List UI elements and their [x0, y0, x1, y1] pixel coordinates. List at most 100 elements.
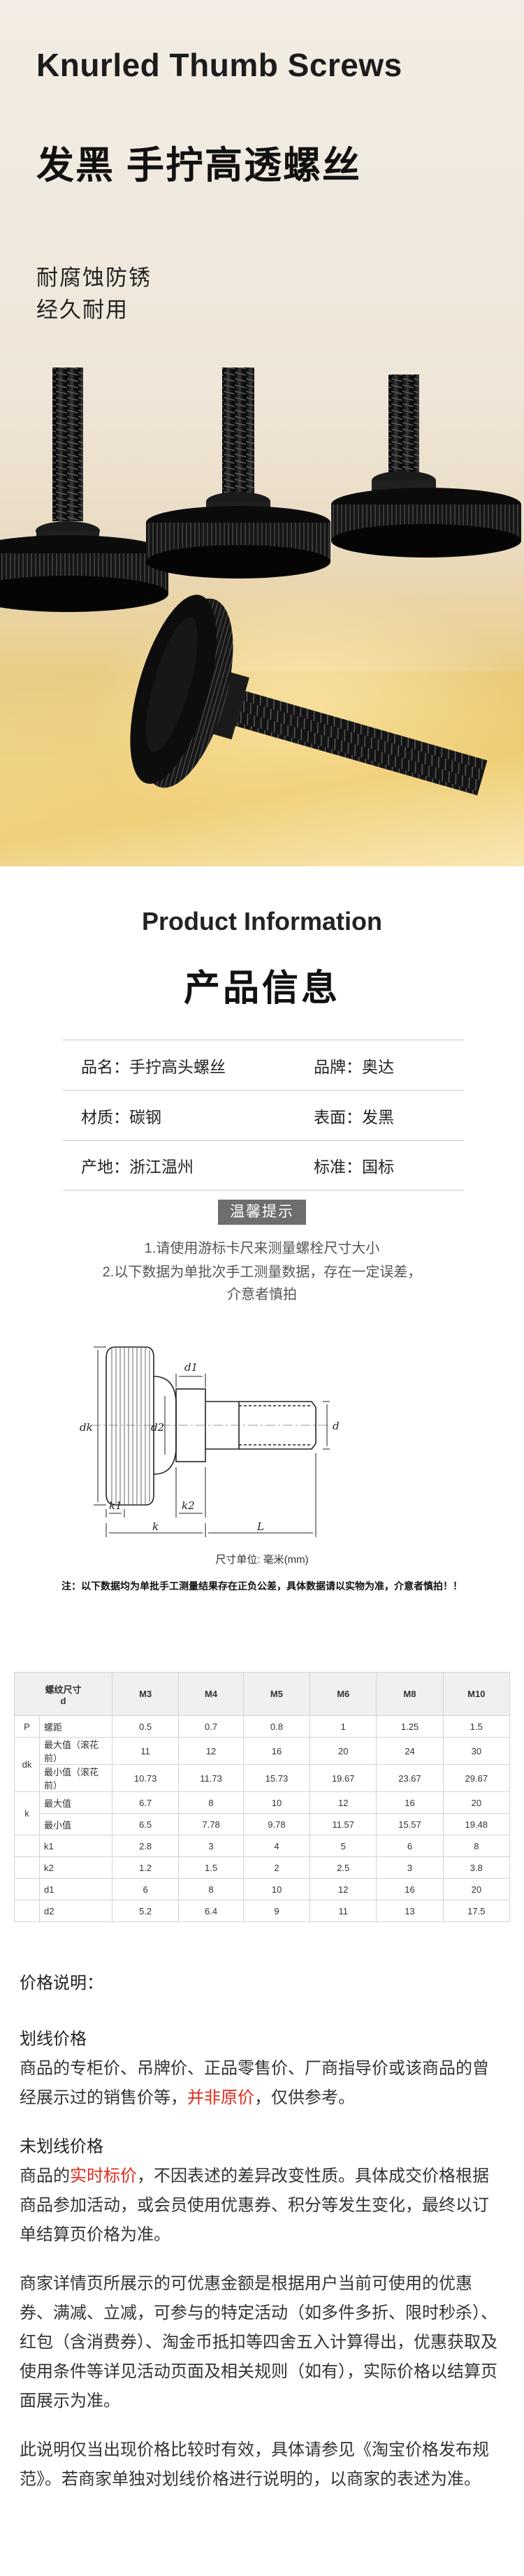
- spec-param: 最小值: [39, 1813, 112, 1835]
- info-surface: 表面：发黑: [314, 1107, 394, 1126]
- spec-symbol: k: [14, 1791, 40, 1835]
- info-row: 材质：碳钢 表面：发黑: [63, 1090, 464, 1140]
- spec-value: 11: [111, 1737, 180, 1765]
- spec-value: 6: [111, 1878, 180, 1900]
- nostrike-price-text: 商品的实时标价，不因表述的差异改变性质。具体成交价格根据商品参加活动，或会员使用…: [20, 2162, 504, 2250]
- section-title-cn: 产品信息: [183, 968, 340, 1009]
- screw-2: [146, 368, 330, 578]
- spec-size: M10: [442, 1672, 511, 1716]
- strike-text-b: ，仅供参考。: [254, 2088, 355, 2107]
- spec-value: 12: [310, 1878, 377, 1900]
- screw-3: [331, 374, 521, 558]
- info-row: 产地：浙江温州 标准：国标: [63, 1140, 464, 1191]
- spec-value: 2.5: [310, 1856, 377, 1879]
- spec-value: 15.73: [242, 1764, 311, 1792]
- spec-value: 16: [376, 1878, 444, 1900]
- spec-value: 24: [376, 1737, 444, 1765]
- spec-param: 最大值（滚花前）: [39, 1737, 112, 1765]
- spec-value: 6.4: [178, 1900, 244, 1922]
- spec-symbol: dk: [14, 1737, 40, 1792]
- spec-value: 19.67: [310, 1764, 377, 1792]
- spec-value: 1.5: [178, 1856, 244, 1879]
- product-photo: [0, 368, 521, 796]
- label-d2: d2: [151, 1421, 164, 1434]
- unit-label: 尺寸单位: 毫米(mm): [215, 1554, 309, 1566]
- spec-value: 8: [178, 1791, 244, 1814]
- info-standard: 标准：国标: [314, 1158, 394, 1176]
- spec-value: 17.5: [442, 1900, 511, 1922]
- label-dk: dk: [80, 1421, 93, 1434]
- spec-param: d2: [39, 1900, 112, 1922]
- product-info-table: 品名：手拧高头螺丝 品牌：奥达 材质：碳钢 表面：发黑 产地：浙江温州 标准：国…: [63, 1040, 464, 1191]
- spec-value: 0.7: [178, 1715, 244, 1738]
- spec-value: 16: [376, 1791, 444, 1814]
- spec-value: 2.8: [111, 1835, 180, 1857]
- spec-value: 1.5: [442, 1715, 511, 1738]
- nostrike-price-title: 未划线价格: [20, 2137, 103, 2156]
- spec-param: 螺距: [39, 1715, 112, 1738]
- spec-header-sub: d: [60, 1695, 66, 1706]
- spec-value: 12: [310, 1791, 377, 1814]
- spec-value: 3: [376, 1856, 444, 1879]
- info-material: 材质：碳钢: [81, 1107, 161, 1126]
- label-d1: d1: [184, 1361, 198, 1374]
- notice-badge: 温馨提示: [218, 1200, 306, 1225]
- spec-size: M6: [310, 1672, 377, 1716]
- label-L: L: [256, 1520, 264, 1533]
- label-d: d: [333, 1420, 340, 1432]
- spec-header-top: 螺纹尺寸: [45, 1684, 82, 1695]
- spec-value: 13: [376, 1900, 444, 1922]
- notice-line: 介意者慎拍: [227, 1287, 297, 1302]
- spec-value: 23.67: [376, 1764, 444, 1792]
- info-name: 品名：手拧高头螺丝: [81, 1057, 226, 1076]
- spec-value: 19.48: [442, 1813, 511, 1835]
- spec-symbol: [14, 1856, 40, 1879]
- hero-title-cn: 发黑 手拧高透螺丝: [36, 145, 362, 187]
- spec-value: 10: [242, 1791, 311, 1814]
- spec-value: 9: [242, 1900, 311, 1922]
- price-explanation: 价格说明： 划线价格 商品的专柜价、吊牌价、正品零售价、厂商指导价或该商品的曾经…: [20, 1969, 504, 2514]
- spec-value: 5.2: [111, 1900, 180, 1922]
- price-rule-note: 此说明仅当出现价格比较时有效，具体请参见《淘宝价格发布规范》。若商家单独对划线价…: [20, 2440, 489, 2489]
- hero-feature-durable: 经久耐用: [36, 298, 129, 322]
- spec-value: 9.78: [242, 1813, 311, 1835]
- spec-value: 4: [242, 1835, 311, 1857]
- label-k2: k2: [182, 1499, 195, 1512]
- spec-value: 1: [310, 1715, 377, 1738]
- spec-param: d1: [39, 1878, 112, 1900]
- spec-value: 30: [442, 1737, 511, 1765]
- spec-value: 20: [442, 1791, 511, 1814]
- spec-param: 最大值: [39, 1791, 112, 1814]
- spec-symbol: [14, 1900, 40, 1922]
- spec-size: M8: [376, 1672, 444, 1716]
- spec-value: 11.73: [178, 1764, 244, 1792]
- notice-line: 1.请使用游标卡尺来测量螺栓尺寸大小: [144, 1241, 380, 1256]
- spec-header-row: 螺纹尺寸 d M3 M4 M5 M6 M8 M10: [14, 1672, 511, 1716]
- spec-value: 10: [242, 1878, 311, 1900]
- technical-drawing: dk d2 d1 d k1 k2 k L: [80, 1346, 340, 1537]
- strike-price-text: 商品的专柜价、吊牌价、正品零售价、厂商指导价或该商品的曾经展示过的销售价等，并非…: [20, 2054, 504, 2113]
- info-row: 品名：手拧高头螺丝 品牌：奥达: [63, 1040, 464, 1090]
- spec-param: 最小值（滚花前）: [39, 1764, 112, 1792]
- notice-line: 2.以下数据为单批次手工测量数据，存在一定误差，: [102, 1265, 422, 1280]
- spec-header-label: 螺纹尺寸 d: [14, 1672, 112, 1716]
- measurement-note: 注：以下数据均为单批手工测量结果存在正负公差，具体数据请以实物为准，介意者慎拍！…: [61, 1580, 463, 1592]
- spec-value: 12: [178, 1737, 244, 1765]
- strike-price-title: 划线价格: [20, 2030, 87, 2049]
- spec-value: 3: [178, 1835, 244, 1857]
- spec-value: 15.57: [376, 1813, 444, 1835]
- hero-banner: Knurled Thumb Screws 发黑 手拧高透螺丝 耐腐蚀防锈 经久耐…: [0, 0, 524, 866]
- label-k: k: [152, 1520, 159, 1533]
- discount-explanation: 商家详情页所展示的可优惠金额是根据用户当前可使用的优惠券、满减、立减，可参与的特…: [20, 2274, 497, 2410]
- spec-value: 8: [178, 1878, 244, 1900]
- price-title: 价格说明：: [20, 1974, 103, 1993]
- spec-value: 11: [310, 1900, 377, 1922]
